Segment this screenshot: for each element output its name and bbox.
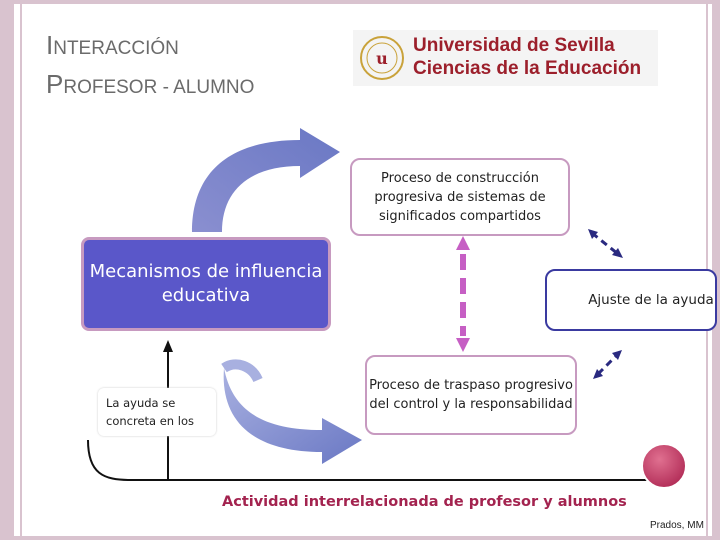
author-credit: Prados, MM <box>650 520 704 531</box>
box-ajuste-ayuda: Ajuste de la ayuda <box>545 269 717 331</box>
box-mecanismos-influencia: Mecanismos de influencia educativa <box>81 237 331 331</box>
upper-curved-arrow <box>192 128 340 232</box>
dashed-connector <box>456 236 470 352</box>
university-seal-icon: u <box>360 36 404 80</box>
svg-text:u: u <box>376 49 388 68</box>
title-line-2: PROFESOR - ALUMNO <box>46 69 255 99</box>
university-logo: u Universidad de Sevilla Ciencias de la … <box>353 30 658 86</box>
frame-line-left <box>20 0 22 540</box>
actividad-caption: Actividad interrelacionada de profesor y… <box>222 494 627 510</box>
title-line-1: INTERACCIÓN <box>46 30 179 60</box>
bottom-bracket-line <box>87 439 650 481</box>
box-traspaso-control: Proceso de traspaso progresivo del contr… <box>365 355 577 435</box>
frame-top <box>0 0 720 4</box>
ajuste-upper-dashed-arrow <box>588 229 623 258</box>
timeline-end-circle-icon <box>641 443 687 489</box>
frame-bottom <box>0 536 720 540</box>
ajuste-lower-dashed-arrow <box>593 350 622 379</box>
frame-left <box>0 0 14 540</box>
logo-university-name: Universidad de Sevilla <box>413 35 615 56</box>
box-construccion-significados: Proceso de construcción progresiva de si… <box>350 158 570 236</box>
logo-faculty-name: Ciencias de la Educación <box>413 58 642 79</box>
box-ayuda-concreta: La ayuda se concreta en los <box>98 388 216 436</box>
slide-title: INTERACCIÓN PROFESOR - ALUMNO <box>46 28 254 106</box>
lower-curved-arrow <box>221 359 362 464</box>
frame-right <box>712 0 720 540</box>
